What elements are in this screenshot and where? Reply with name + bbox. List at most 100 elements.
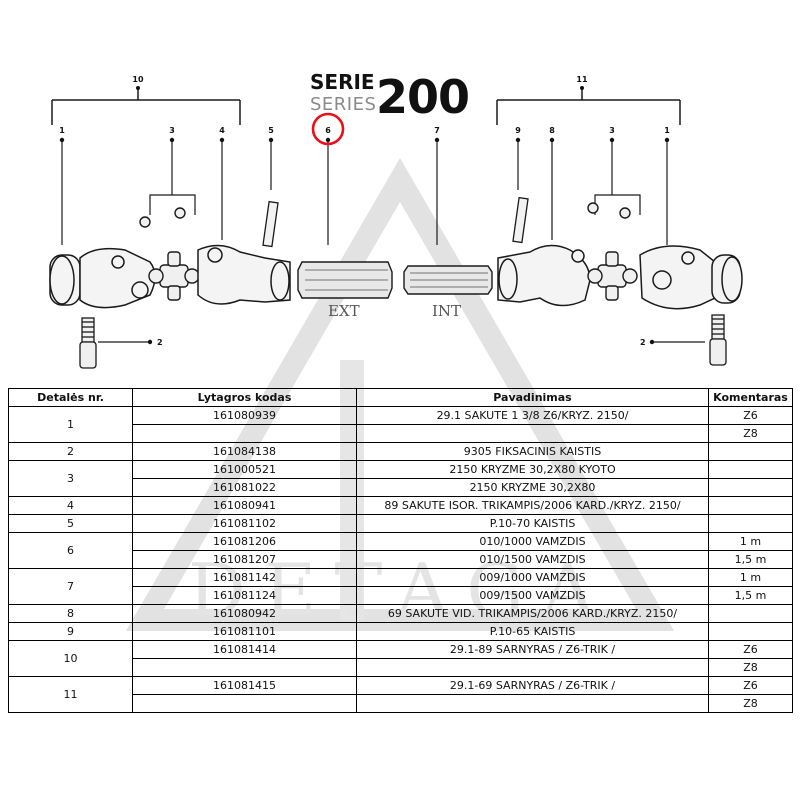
- code-cell: 161084138: [132, 442, 357, 461]
- code-cell: 161081142: [132, 568, 357, 587]
- shaft-ext-label: EXT: [328, 302, 360, 320]
- shaft-int-label: INT: [432, 302, 461, 320]
- part-number-cell: 10: [8, 640, 133, 677]
- table-header-row: Detalės nr. Lytagros kodas Pavadinimas K…: [8, 388, 793, 407]
- comment-cell: Z6: [708, 406, 793, 425]
- right-cross: [587, 202, 638, 301]
- name-cell: 009/1500 VAMZDIS: [356, 586, 709, 605]
- callout-7: 7: [434, 126, 440, 135]
- callout-1-left: 1: [59, 126, 65, 135]
- header-code: Lytagros kodas: [132, 388, 357, 407]
- part-number-cell: 11: [8, 676, 133, 713]
- bracket-10: [51, 88, 241, 125]
- code-cell: 161081022: [132, 478, 357, 497]
- name-cell: [356, 424, 709, 443]
- comment-cell: 1,5 m: [708, 550, 793, 569]
- part-number-cell: 8: [8, 604, 133, 623]
- code-cell: 161081415: [132, 676, 357, 695]
- callout-9: 9: [515, 126, 521, 135]
- callout-3-right: 3: [609, 126, 615, 135]
- comment-cell: [708, 604, 793, 623]
- part-number-cell: 4: [8, 496, 133, 515]
- comment-cell: 1,5 m: [708, 586, 793, 605]
- code-cell: [132, 694, 357, 713]
- code-cell: 161080942: [132, 604, 357, 623]
- comment-cell: 1 m: [708, 532, 793, 551]
- part-number-cell: 1: [8, 406, 133, 443]
- part-number-cell: 5: [8, 514, 133, 533]
- left-yoke: [49, 247, 156, 309]
- name-cell: 69 SAKUTE VID. TRIKAMPIS/2006 KARD./KRYZ…: [356, 604, 709, 623]
- series-label: SERIES: [310, 94, 377, 115]
- name-cell: 2150 KRYZME 30,2X80: [356, 478, 709, 497]
- callout-5: 5: [268, 126, 274, 135]
- name-cell: 29.1 SAKUTE 1 3/8 Z6/KRYZ. 2150/: [356, 406, 709, 425]
- callout-8: 8: [549, 126, 555, 135]
- code-cell: 161081101: [132, 622, 357, 641]
- code-cell: 161080941: [132, 496, 357, 515]
- left-cross: [139, 207, 200, 301]
- comment-cell: [708, 496, 793, 515]
- pin-5: [262, 200, 279, 248]
- header-part-no: Detalės nr.: [8, 388, 133, 407]
- comment-cell: [708, 478, 793, 497]
- comment-cell: [708, 442, 793, 461]
- name-cell: P.10-65 KAISTIS: [356, 622, 709, 641]
- part-number-cell: 9: [8, 622, 133, 641]
- code-cell: 161081124: [132, 586, 357, 605]
- callout-10: 10: [132, 75, 144, 84]
- parts-table: Detalės nr. Lytagros kodas Pavadinimas K…: [8, 388, 793, 713]
- right-yoke: [639, 245, 743, 310]
- name-cell: [356, 658, 709, 677]
- part-number-cell: 3: [8, 460, 133, 497]
- code-cell: 161081414: [132, 640, 357, 659]
- series-number: 200: [376, 70, 470, 124]
- name-cell: 2150 KRYZME 30,2X80 KYOTO: [356, 460, 709, 479]
- name-cell: 29.1-89 SARNYRAS / Z6-TRIK /: [356, 640, 709, 659]
- bracket-11: [496, 88, 681, 125]
- code-cell: 161081206: [132, 532, 357, 551]
- name-cell: 010/1000 VAMZDIS: [356, 532, 709, 551]
- highlight-circle: [311, 112, 345, 146]
- comment-cell: Z6: [708, 676, 793, 695]
- part-number-cell: 6: [8, 532, 133, 569]
- name-cell: 010/1500 VAMZDIS: [356, 550, 709, 569]
- name-cell: 009/1000 VAMZDIS: [356, 568, 709, 587]
- callout-2-right: 2: [640, 338, 646, 347]
- lock-pin-right: [709, 314, 727, 366]
- series-title: SERIE SERIES 200: [310, 68, 480, 128]
- code-cell: 161000521: [132, 460, 357, 479]
- part-number-cell: 7: [8, 568, 133, 605]
- code-cell: 161081207: [132, 550, 357, 569]
- callout-11: 11: [576, 75, 588, 84]
- inner-yoke-4: [197, 244, 291, 305]
- comment-cell: Z6: [708, 640, 793, 659]
- pin-9: [512, 196, 529, 244]
- lock-pin-left: [79, 317, 97, 369]
- callout-3-left: 3: [169, 126, 175, 135]
- name-cell: 29.1-69 SARNYRAS / Z6-TRIK /: [356, 676, 709, 695]
- shaft-int: [403, 265, 493, 295]
- shaft-ext: [297, 261, 393, 299]
- name-cell: 9305 FIKSACINIS KAISTIS: [356, 442, 709, 461]
- parts-diagram: 10 11 1 3 4 5 6 7 9 8 3 1 2 2: [49, 75, 743, 369]
- comment-cell: 1 m: [708, 568, 793, 587]
- serie-label: SERIE: [310, 70, 375, 94]
- code-cell: [132, 658, 357, 677]
- callout-2-left: 2: [157, 338, 163, 347]
- header-comment: Komentaras: [708, 388, 793, 407]
- code-cell: [132, 424, 357, 443]
